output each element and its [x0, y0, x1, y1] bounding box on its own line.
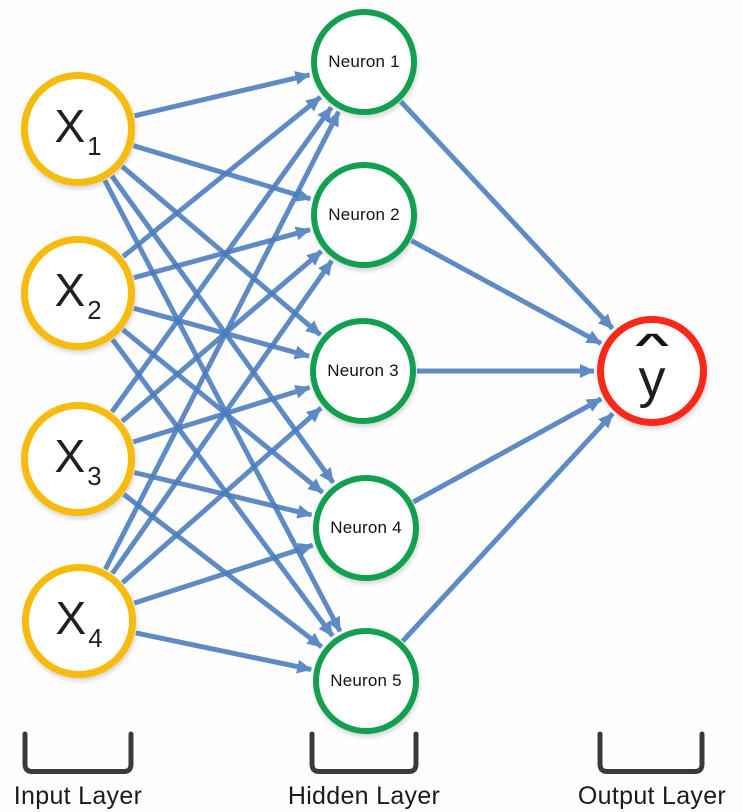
output-layer-caption: Output Layer — [577, 782, 727, 810]
connection-arrow — [132, 143, 312, 202]
output-node-yhat-label: ^ y — [633, 327, 670, 409]
connection-arrow — [110, 259, 334, 575]
connection-arrows — [102, 71, 615, 674]
hidden-node-2-label: Neuron 2 — [328, 205, 400, 224]
hat-icon: ^ — [633, 327, 670, 359]
connection-arrow — [121, 327, 325, 495]
hidden-node-3-label: Neuron 3 — [327, 361, 399, 380]
connection-arrow — [133, 305, 310, 360]
input-node-x3: X3 — [21, 402, 135, 516]
connection-arrow — [133, 71, 311, 119]
input-node-x2: X2 — [21, 236, 135, 350]
input-node-x1-label: X1 — [54, 99, 103, 162]
hidden-layer-bracket — [309, 731, 419, 774]
hidden-node-1-label: Neuron 1 — [328, 52, 400, 71]
connection-arrow — [400, 411, 615, 643]
input-node-x4: X4 — [22, 564, 136, 678]
connection-arrow — [135, 630, 313, 674]
connection-arrow — [398, 99, 615, 331]
connection-arrow — [120, 164, 322, 337]
hidden-node-3: Neuron 3 — [310, 318, 416, 424]
connection-arrow — [110, 338, 335, 638]
hidden-node-5-label: Neuron 5 — [330, 671, 402, 690]
input-layer-bracket — [22, 731, 134, 774]
connection-arrow — [109, 105, 334, 414]
connection-arrow — [133, 226, 311, 281]
connection-arrow — [122, 492, 324, 649]
input-node-x1: X1 — [21, 72, 135, 186]
connection-arrow — [412, 396, 603, 505]
output-node-yhat: ^ y — [597, 316, 707, 426]
connection-arrow — [120, 406, 323, 585]
input-node-x4-label: X4 — [55, 591, 104, 654]
hidden-node-1: Neuron 1 — [311, 9, 417, 115]
hidden-node-2: Neuron 2 — [311, 162, 417, 268]
hidden-node-4-label: Neuron 4 — [330, 518, 402, 537]
connection-arrow — [133, 542, 314, 606]
input-node-x2-label: X2 — [54, 263, 103, 326]
hidden-node-5: Neuron 5 — [313, 628, 419, 734]
input-node-x3-label: X3 — [54, 429, 103, 492]
output-layer-bracket — [597, 731, 705, 774]
connection-arrow — [103, 110, 341, 571]
hidden-layer-caption: Hidden Layer — [287, 782, 441, 810]
connection-arrow — [410, 238, 603, 346]
connection-arrow — [121, 95, 322, 259]
hidden-node-4: Neuron 4 — [313, 475, 419, 581]
input-layer-caption: Input Layer — [13, 782, 143, 810]
